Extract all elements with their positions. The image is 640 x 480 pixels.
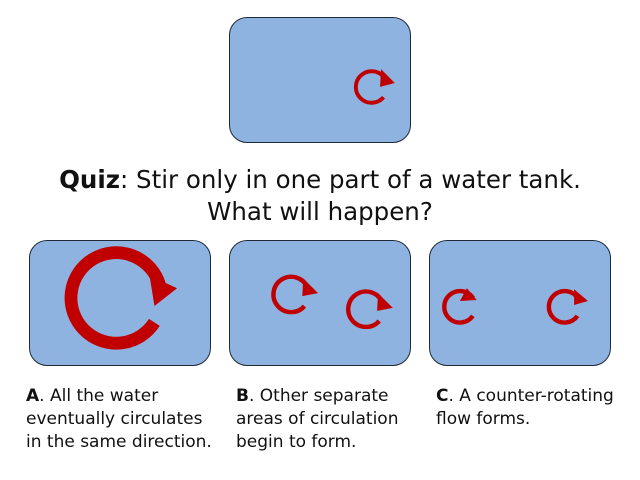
quiz-line-1: Quiz: Stir only in one part of a water t…: [0, 164, 640, 196]
option-a-letter: A: [26, 386, 40, 406]
option-b-tank: [229, 240, 411, 366]
quiz-question: Quiz: Stir only in one part of a water t…: [0, 164, 640, 228]
option-b-line-1: B. Other separate: [236, 385, 436, 408]
option-c-letter: C: [436, 386, 449, 406]
two-clockwise-arrows-icon: [271, 274, 393, 330]
option-b-text-2: areas of circulation: [236, 409, 399, 429]
option-a-text-3: in the same direction.: [26, 432, 212, 452]
stir-arrow-small-clockwise-icon: [353, 69, 395, 105]
option-c-tank: [429, 240, 611, 366]
option-c-text-1: . A counter-rotating: [448, 386, 614, 406]
option-b-letter: B: [236, 386, 249, 406]
quiz-line-2: What will happen?: [207, 197, 433, 226]
large-circulation-arrow-icon: [64, 246, 178, 350]
quiz-label: Quiz: [59, 165, 120, 194]
option-a-text-1: . All the water: [39, 386, 159, 406]
option-a-text-2: eventually circulates: [26, 409, 203, 429]
option-c-text-2: flow forms.: [436, 409, 531, 429]
counter-rotating-arrows-icon: [442, 288, 588, 325]
option-a-line-1: A. All the water: [26, 385, 226, 408]
option-a-tank: [29, 240, 211, 366]
quiz-question-text: : Stir only in one part of a water tank.: [120, 165, 581, 194]
option-c-caption: C. A counter-rotating flow forms.: [436, 385, 636, 431]
option-b-text-3: begin to form.: [236, 432, 357, 452]
option-b-text-1: . Other separate: [248, 386, 389, 406]
option-a-caption: A. All the water eventually circulates i…: [26, 385, 226, 454]
stirred-tank: [229, 17, 411, 143]
option-c-line-1: C. A counter-rotating: [436, 385, 636, 408]
option-b-caption: B. Other separate areas of circulation b…: [236, 385, 436, 454]
